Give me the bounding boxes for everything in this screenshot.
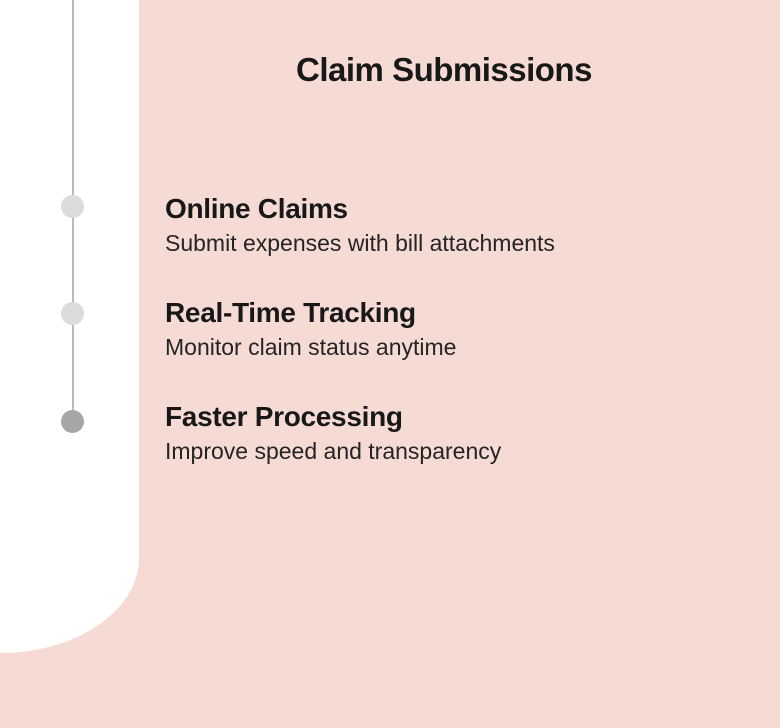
item-description: Improve speed and transparency [165, 438, 502, 464]
timeline-dot-3 [61, 410, 84, 433]
list-item-faster-processing: Faster Processing Improve speed and tran… [165, 401, 725, 466]
left-panel [0, 0, 139, 653]
list-item-real-time-tracking: Real-Time Tracking Monitor claim status … [165, 297, 725, 362]
timeline-dot-1 [61, 195, 84, 218]
list-item-online-claims: Online Claims Submit expenses with bill … [165, 193, 725, 258]
item-heading: Real-Time Tracking [165, 297, 416, 328]
item-heading: Online Claims [165, 193, 348, 224]
item-description: Monitor claim status anytime [165, 334, 457, 360]
item-heading: Faster Processing [165, 401, 403, 432]
item-description: Submit expenses with bill attachments [165, 230, 555, 256]
timeline-dot-2 [61, 302, 84, 325]
page-title: Claim Submissions [296, 51, 592, 88]
